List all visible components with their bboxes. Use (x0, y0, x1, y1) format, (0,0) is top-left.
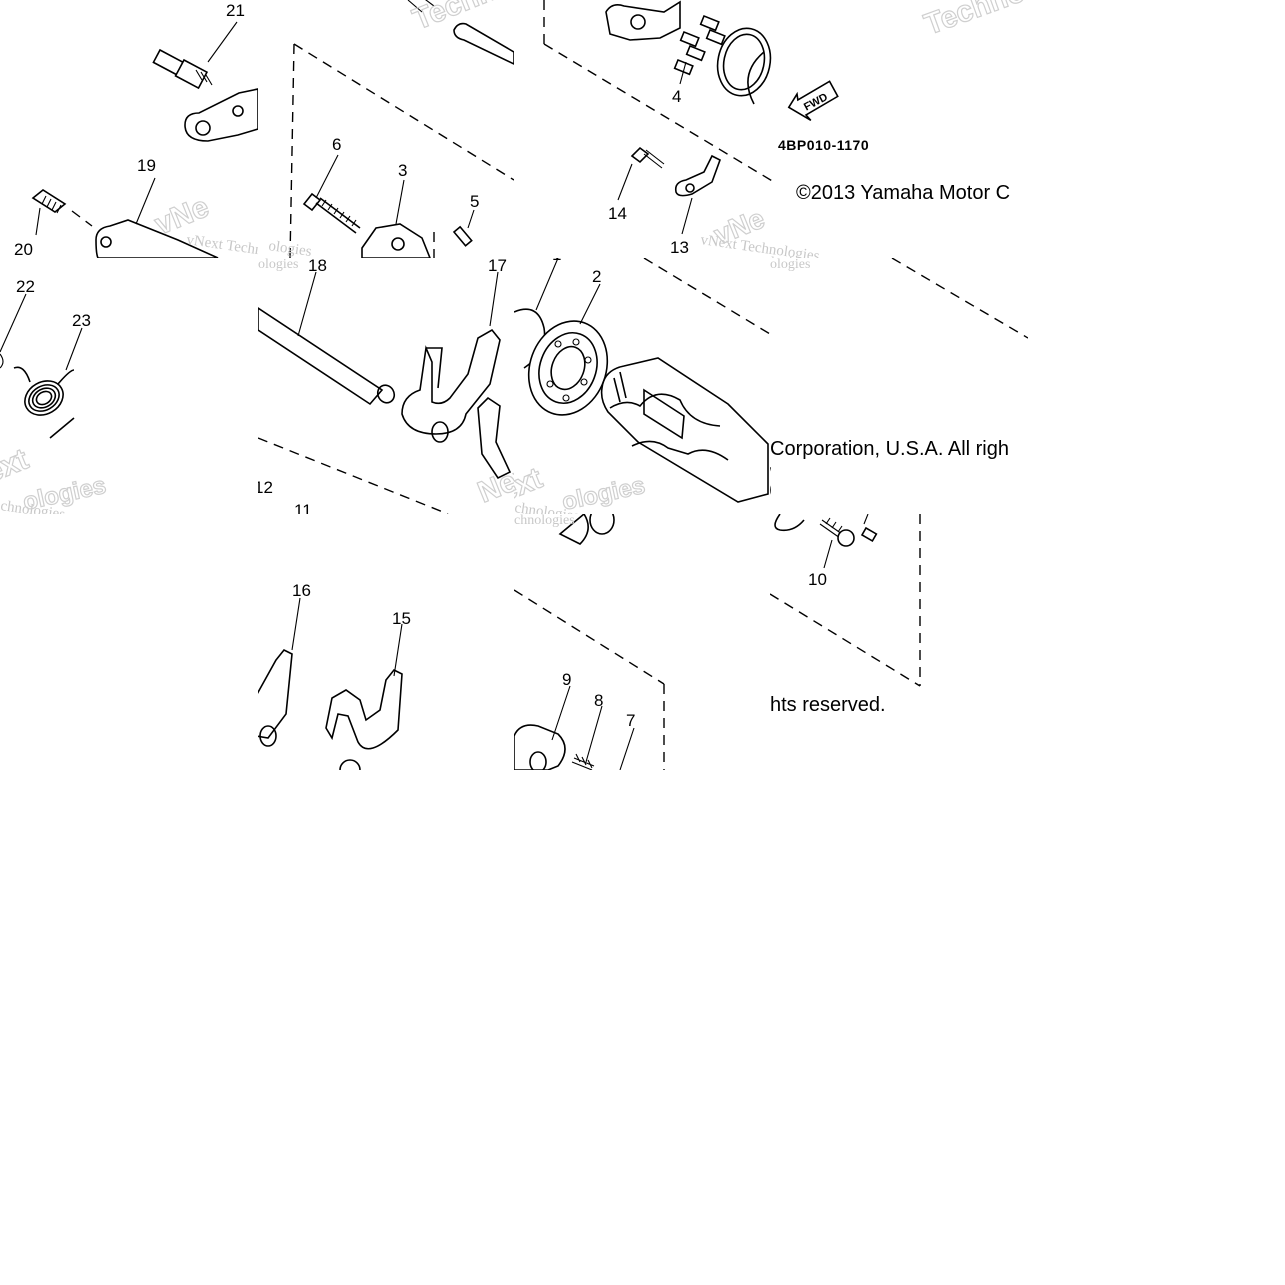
bolt-21-drawing (152, 48, 213, 90)
callout-17: 17 (488, 258, 507, 275)
bearing-2-drawing (527, 320, 609, 416)
watermark-fragment: ologies (770, 258, 810, 272)
callout-2: 2 (592, 267, 601, 286)
watermark-fragment: Technolo (920, 0, 1028, 42)
circlip-drawing (716, 27, 772, 97)
shift-fork-15-drawing (325, 668, 403, 770)
bolt-20-drawing (31, 189, 67, 213)
watermark-fragment: chnologies (514, 514, 575, 528)
callout-10: 10 (808, 570, 827, 589)
callout-20: 20 (14, 240, 33, 258)
callout-21: 21 (226, 1, 245, 20)
pin-6-drawing (302, 192, 361, 234)
callout-5: 5 (470, 192, 479, 211)
watermark-fragment: ologies (258, 258, 298, 272)
callout-9: 9 (562, 670, 571, 689)
diagram-tile-center-right: 2 ext chnologies ologies (514, 258, 770, 514)
diagram-tile-middle-left: 22 23 ext chnologies ologies (0, 258, 258, 514)
spring-23-drawing (13, 366, 75, 416)
fwd-arrow-icon: FWD (787, 80, 839, 122)
callout-3: 3 (398, 161, 407, 180)
callout-13: 13 (670, 238, 689, 257)
callout-8: 8 (594, 691, 603, 710)
diagram-tile-lower-center: 16 15 (258, 514, 514, 770)
diagram-tile-top-left: 21 20 19 vNext Technologies vNe (0, 0, 258, 258)
callout-12: 12 (258, 478, 273, 497)
callout-4: 4 (672, 87, 681, 106)
watermark-fragment: ext (0, 443, 33, 490)
callout-16: 16 (292, 581, 311, 600)
callout-7: 7 (626, 711, 635, 730)
diagram-tile-far-right-lower: 10 hts reserved. (770, 514, 1028, 770)
callout-15: 15 (392, 609, 411, 628)
dowel-5-drawing (452, 225, 473, 247)
shift-drum-drawing (600, 357, 769, 503)
diagram-tile-top-right: 4 FWD 14 13 vNext Technologies vNe Techn… (514, 0, 1028, 258)
diagram-tile-top-middle: Techno 6 3 5 ologies (258, 0, 514, 258)
callout-19: 19 (137, 156, 156, 175)
pins-4-drawing (673, 14, 726, 76)
shift-fork-shaft-18-drawing (258, 307, 396, 406)
callout-18: 18 (308, 258, 327, 275)
callout-1-fragment: 1 (552, 258, 561, 264)
copyright-line-3: hts reserved. (770, 694, 886, 716)
watermark-fragment: ologies (560, 472, 648, 514)
callout-6: 6 (332, 135, 341, 154)
lever-19-drawing (95, 219, 219, 258)
shift-fork-16-drawing (258, 648, 293, 747)
bolt-10-drawing (819, 517, 855, 547)
watermark-fragment: ologies (21, 472, 109, 514)
copyright-line-2: Corporation, U.S.A. All righ (770, 438, 1009, 460)
stopper-13-drawing (674, 154, 721, 197)
watermark-fragment: ologies (764, 255, 804, 258)
screw-14-drawing (630, 146, 650, 164)
diagram-tile-center: 18 17 12 11 Next ologies (258, 258, 514, 514)
callout-14: 14 (608, 204, 627, 223)
callout-22: 22 (16, 277, 35, 296)
diagram-tile-lower-right: 9 8 7 chnologies (514, 514, 770, 770)
shift-lever-drawing (184, 88, 258, 142)
segment-plate-9-drawing (514, 724, 566, 770)
copyright-line-1: ©2013 Yamaha Motor C (796, 182, 1011, 204)
diagram-tile-right-middle: ologies Corporation, U.S.A. All righ (770, 258, 1028, 514)
callout-11: 11 (294, 501, 312, 514)
callout-1: 1 (552, 258, 561, 264)
segment-3-drawing (361, 223, 431, 258)
callout-23: 23 (72, 311, 91, 330)
screw-8-drawing (571, 753, 595, 770)
shift-fork-17-drawing (401, 328, 501, 443)
watermark-fragment: ologies (267, 238, 312, 258)
part-code-label: 4BP010-1170 (778, 137, 870, 153)
